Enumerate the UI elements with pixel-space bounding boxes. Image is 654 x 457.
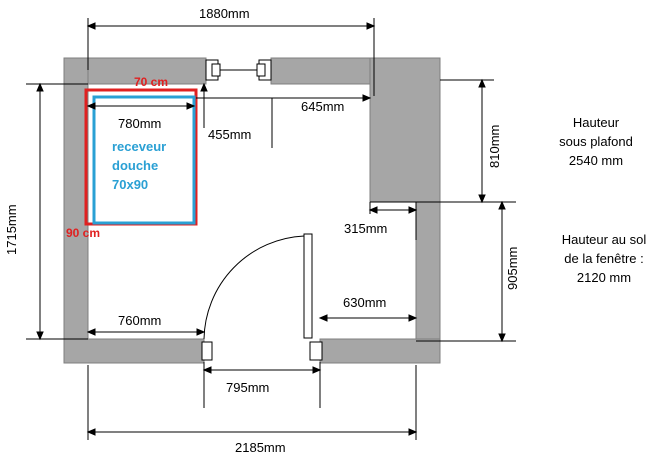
shower-outline-blue bbox=[92, 95, 196, 225]
window-height-line1: Hauteur au sol bbox=[562, 232, 647, 247]
wall-left bbox=[63, 57, 89, 364]
door-jamb-left bbox=[201, 341, 213, 361]
dim-bottom-left: 760mm bbox=[118, 313, 161, 328]
window bbox=[205, 59, 272, 81]
door-jamb-right bbox=[309, 341, 323, 361]
dim-right-upper: 810mm bbox=[487, 125, 502, 168]
height-info: Hauteur sous plafond 2540 mm Hauteur au … bbox=[559, 115, 646, 285]
shower-label-line1: receveur bbox=[112, 139, 166, 154]
shower-tray: 70 cm 90 cm receveur douche 70x90 bbox=[66, 75, 198, 240]
dim-top-right: 645mm bbox=[301, 99, 344, 114]
door-jambs bbox=[201, 341, 323, 361]
wall-right-upper bbox=[369, 57, 441, 203]
window-frame-right-inner bbox=[256, 63, 266, 77]
window-height-line3: 2120 mm bbox=[577, 270, 631, 285]
shower-width-label: 70 cm bbox=[134, 75, 168, 89]
dim-total-width: 2185mm bbox=[235, 440, 286, 455]
ceiling-height-line3: 2540 mm bbox=[569, 153, 623, 168]
door-leaf bbox=[303, 233, 313, 339]
dim-left-height: 1715mm bbox=[4, 204, 19, 255]
door bbox=[203, 233, 313, 340]
dimension-lines bbox=[26, 18, 516, 440]
dim-shower-inner: 780mm bbox=[118, 116, 161, 131]
dim-door-width: 795mm bbox=[226, 380, 269, 395]
dim-bottom-right: 630mm bbox=[343, 295, 386, 310]
ceiling-height-line1: Hauteur bbox=[573, 115, 620, 130]
shower-depth-label: 90 cm bbox=[66, 226, 100, 240]
dimension-labels: 1880mm 2185mm 1715mm 810mm 905mm 780mm 4… bbox=[4, 6, 520, 455]
wall-right-lower bbox=[415, 201, 441, 364]
dim-right-lower: 905mm bbox=[505, 247, 520, 290]
wall-bottom-left bbox=[63, 338, 205, 364]
window-height-line2: de la fenêtre : bbox=[564, 251, 644, 266]
walls bbox=[63, 57, 441, 364]
dim-wall-offset: 315mm bbox=[344, 221, 387, 236]
wall-bottom-right bbox=[319, 338, 441, 364]
ceiling-height-line2: sous plafond bbox=[559, 134, 633, 149]
dim-top-width: 1880mm bbox=[199, 6, 250, 21]
window-frame-left-inner bbox=[211, 63, 221, 77]
door-swing-arc bbox=[203, 235, 305, 340]
shower-label-line2: douche bbox=[112, 158, 158, 173]
shower-outline-red bbox=[84, 88, 198, 226]
shower-label-line3: 70x90 bbox=[112, 177, 148, 192]
dim-window-gap: 455mm bbox=[208, 127, 251, 142]
